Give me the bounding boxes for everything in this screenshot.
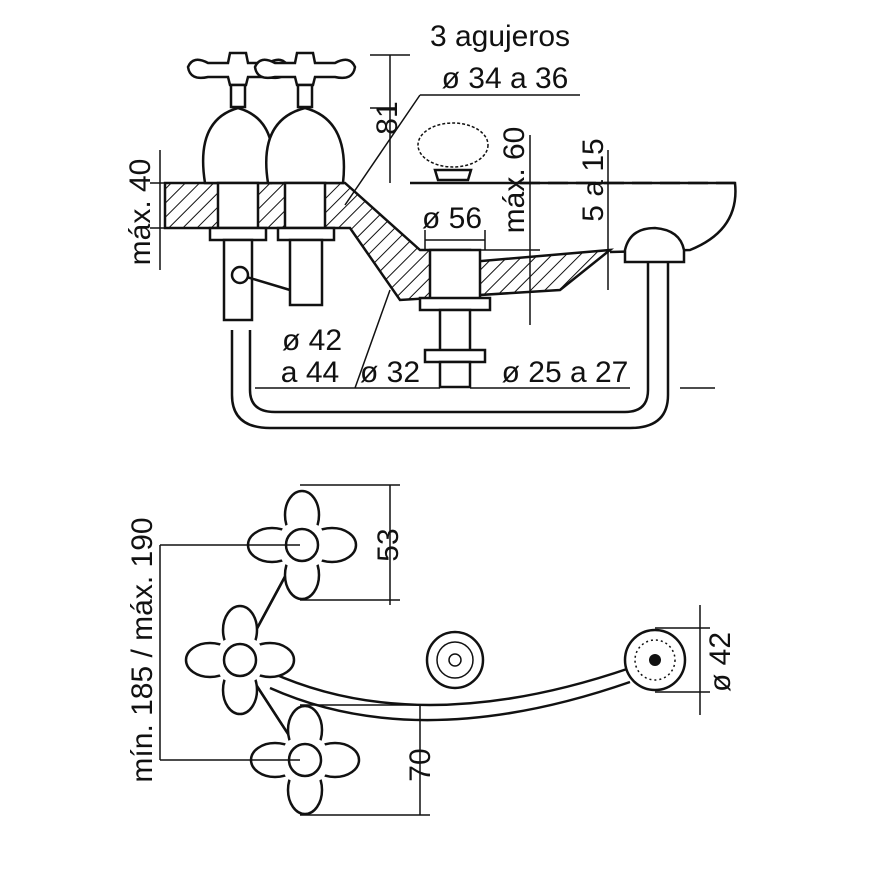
popup-pipe-diameter-label: ø 25 a 27 — [502, 356, 629, 389]
lower-offset-label: 70 — [404, 748, 437, 781]
drain-top-icon — [425, 630, 485, 690]
side-view: 3 agujeros ø 34 a 36 81 máx. 40 máx. 60 … — [124, 20, 737, 430]
spout-cross-handle — [184, 604, 296, 716]
popup-diameter-label: ø 42 — [704, 632, 737, 692]
right-valve-body — [264, 106, 346, 307]
hole-diameter-label: ø 34 a 36 — [442, 62, 569, 95]
drain-pipe-diameter-label: ø 32 — [360, 356, 420, 389]
top-view: 53 mín. 185 / máx. 190 70 ø 42 — [126, 484, 737, 816]
holes-label: 3 agujeros — [430, 20, 570, 53]
overall-span-label: mín. 185 / máx. 190 — [126, 517, 159, 782]
deck-max-label: máx. 40 — [124, 159, 157, 266]
handle-spacing-label: 53 — [372, 528, 405, 561]
plug-chain-icon — [417, 122, 489, 182]
spout-arc — [269, 666, 631, 707]
rim-offset-label: 5 a 15 — [577, 138, 610, 221]
drain-assembly — [418, 248, 492, 389]
connection-pipe — [230, 262, 670, 430]
right-cross-handle — [253, 51, 357, 109]
drain-diameter-label: ø 56 — [422, 202, 482, 235]
dimension-lines — [150, 54, 715, 389]
basin-outline — [410, 181, 737, 254]
handle-height-label: 81 — [371, 101, 404, 134]
basin-depth-label: máx. 60 — [498, 127, 531, 234]
spout-hole-diameter-max-label: a 44 — [281, 356, 339, 389]
popup-top-icon — [623, 628, 687, 692]
spout-hole-diameter-label: ø 42 — [282, 324, 342, 357]
top-dimension-lines — [159, 484, 710, 816]
